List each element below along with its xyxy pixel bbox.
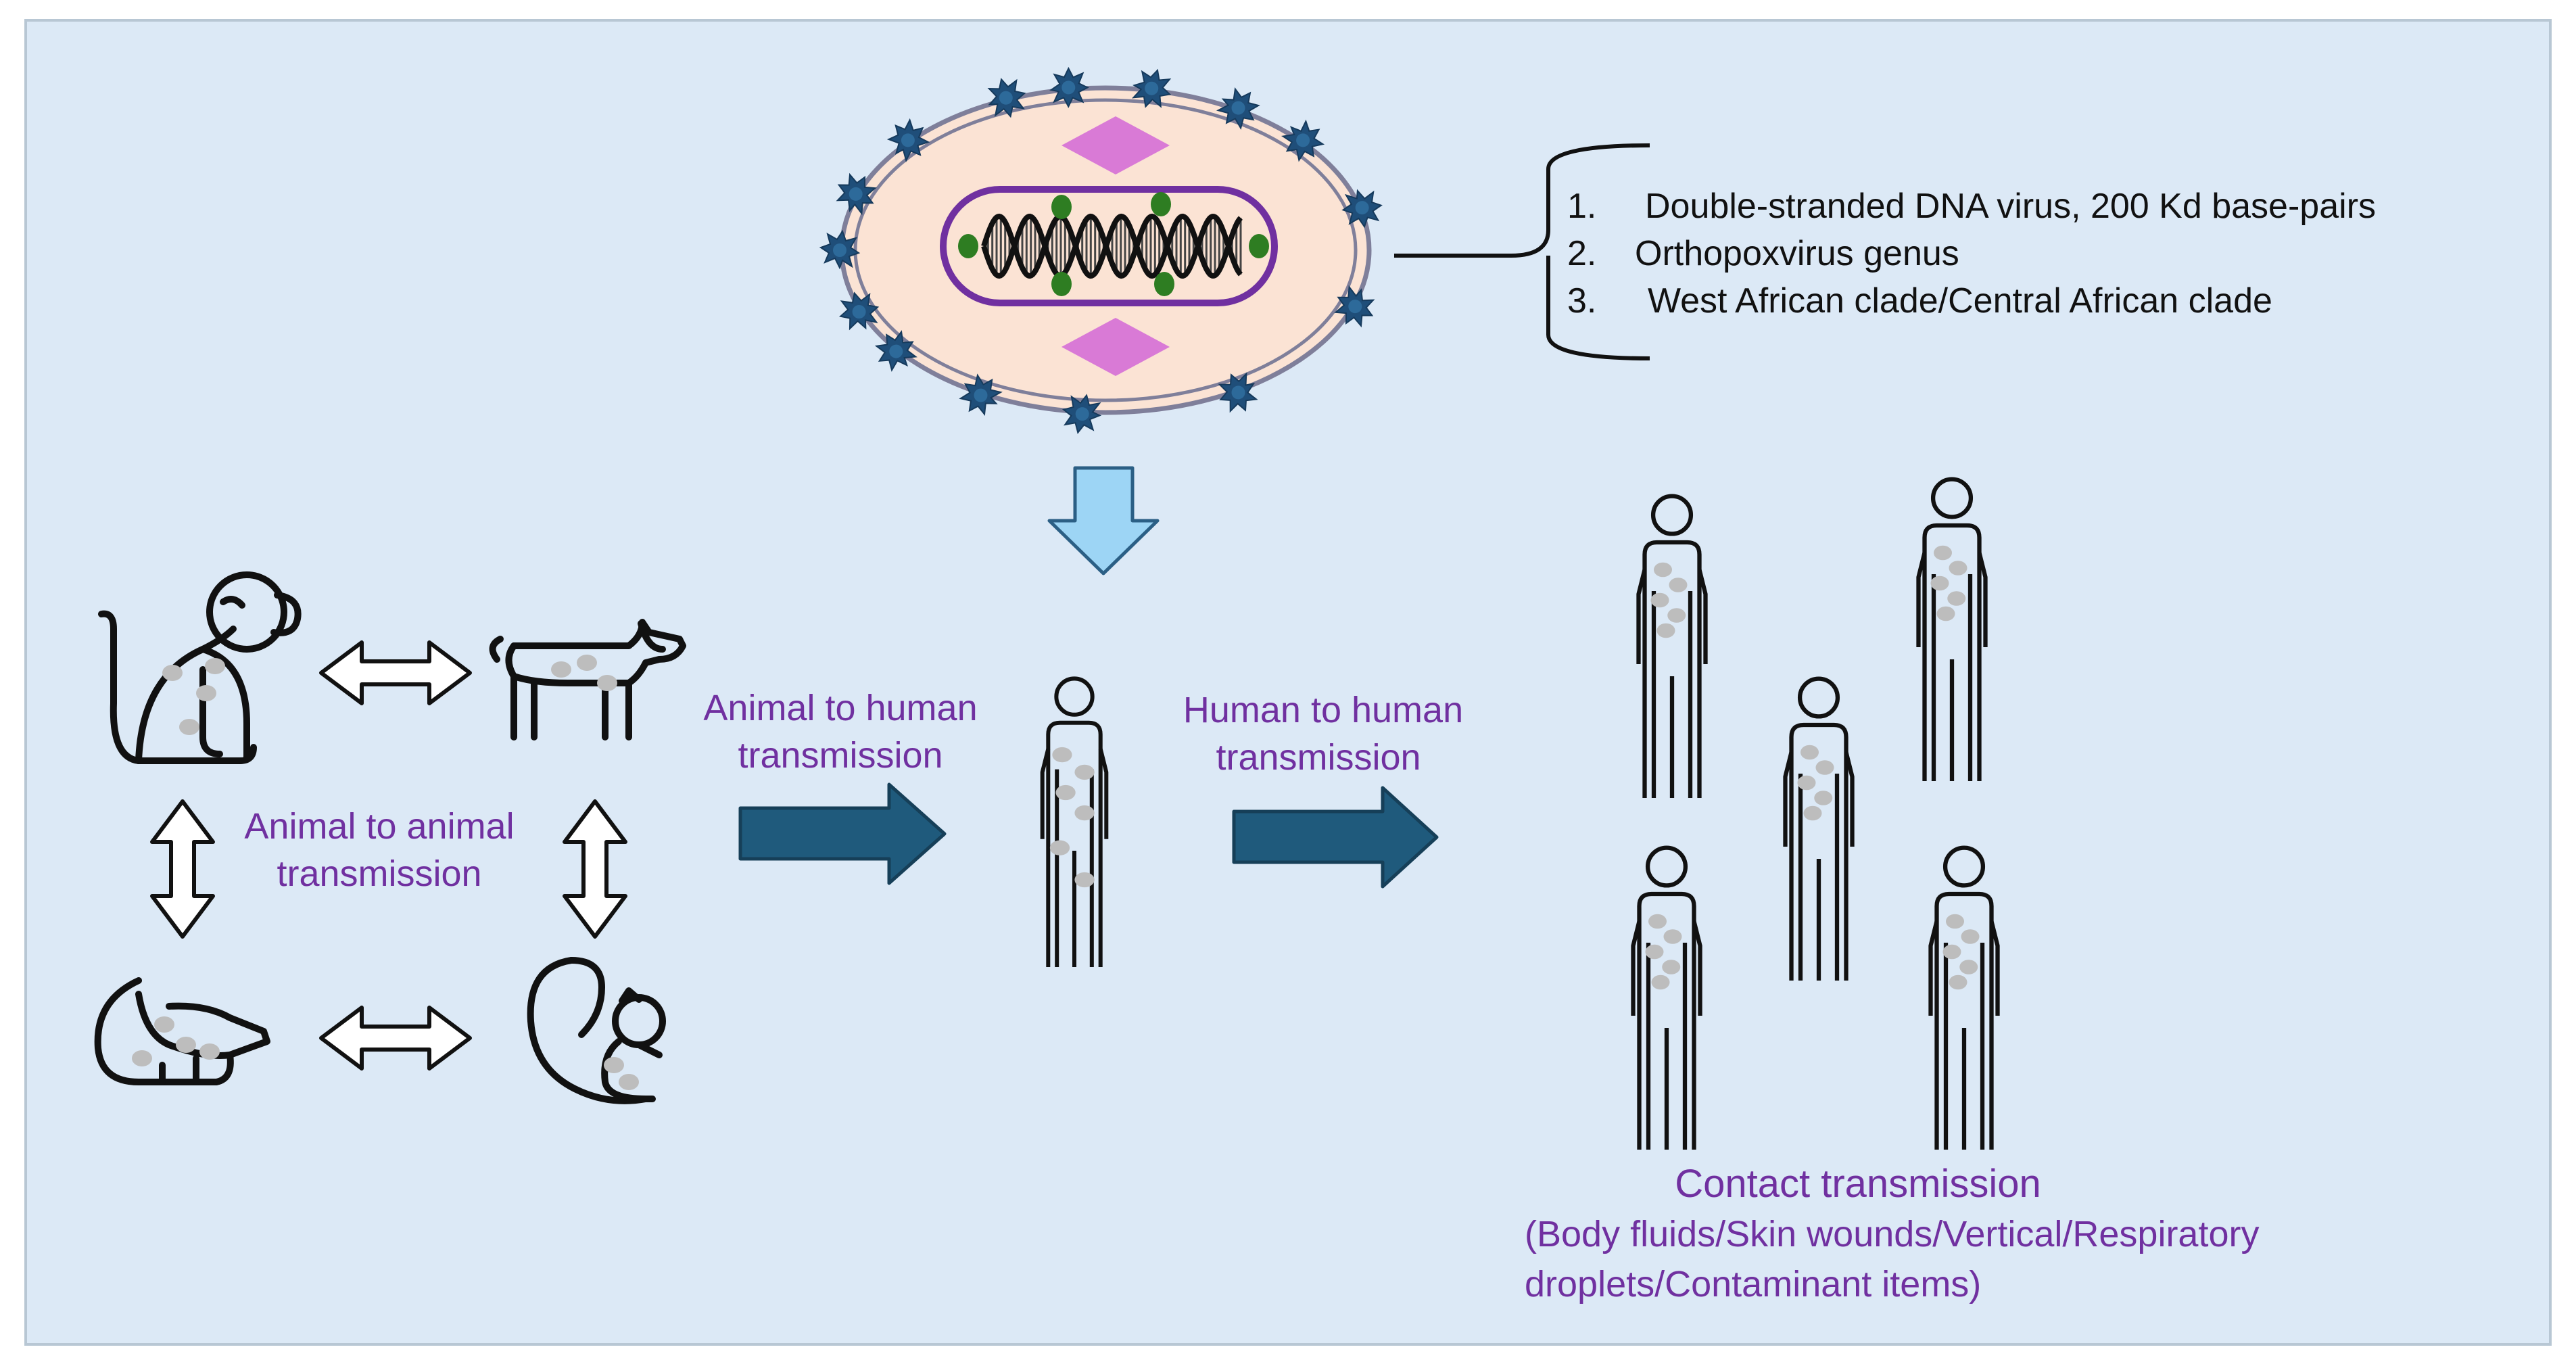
skin-lesion (1949, 561, 1967, 575)
skin-lesion (1656, 623, 1675, 638)
fact-number-1: 1. (1567, 187, 1596, 226)
skin-lesion (1797, 775, 1816, 791)
fact-number-2: 2. (1567, 234, 1596, 273)
contact-transmission-title: Contact transmission (1675, 1162, 2041, 1206)
skin-lesion (1654, 562, 1672, 578)
animal-to-human-arrow (738, 782, 947, 885)
fact-text-2: Orthopoxvirus genus (1635, 234, 1959, 273)
skin-lesion (1651, 974, 1670, 990)
person-icon (1786, 679, 1853, 981)
animal-to-human-label-line2: transmission (738, 735, 943, 776)
down-arrow (1047, 466, 1160, 575)
skin-lesion (1949, 974, 1967, 990)
animal-to-human-label-line1: Animal to human (703, 688, 977, 728)
infected-person-icon (1043, 678, 1107, 967)
fact-text-3: West African clade/Central African clade (1648, 281, 2272, 321)
skin-lesion (1946, 914, 1964, 929)
dna-strand (981, 213, 1243, 279)
squirrel-icon (527, 957, 666, 1104)
rat-icon (94, 977, 270, 1085)
skin-lesion (1934, 545, 1952, 561)
person-icon (1639, 496, 1706, 798)
facts-brace (1394, 143, 1650, 360)
skin-lesion (1803, 805, 1822, 821)
fact-text-1: Double-stranded DNA virus, 200 Kd base-p… (1645, 187, 2376, 226)
dog-icon (489, 619, 686, 740)
animal-to-animal-label-line2: transmission (277, 853, 481, 894)
skin-lesion (1930, 575, 1949, 591)
skin-lesion (1662, 960, 1681, 974)
monkey-icon (98, 571, 302, 764)
skin-lesion (1645, 944, 1664, 960)
skin-lesion (1663, 929, 1682, 944)
infected-people-group (1633, 479, 1998, 1150)
skin-lesion (1961, 929, 1980, 944)
person-icon (1919, 479, 1986, 781)
animal-to-animal-label-line1: Animal to animal (244, 806, 514, 847)
skin-lesion (1650, 592, 1669, 608)
skin-lesion (1815, 760, 1834, 775)
skin-lesion (1936, 606, 1955, 621)
skin-lesion (1669, 578, 1688, 592)
human-to-human-arrow (1232, 786, 1439, 889)
skin-lesion (1814, 791, 1833, 805)
person-icon (1633, 848, 1700, 1150)
human-to-human-label-line1: Human to human (1183, 690, 1463, 730)
skin-lesion (1648, 914, 1667, 929)
contact-transmission-details-line1: (Body fluids/Skin wounds/Vertical/Respir… (1525, 1214, 2260, 1254)
person-icon (1931, 848, 1998, 1150)
skin-lesion (1800, 745, 1819, 760)
monkeypox-virion-icon (820, 65, 1386, 436)
virus-facts-list: 1. Double-stranded DNA virus, 200 Kd bas… (1567, 187, 2376, 321)
skin-lesion (1947, 591, 1966, 606)
human-to-human-label-line2: transmission (1216, 737, 1421, 778)
fact-number-3: 3. (1567, 281, 1596, 321)
contact-transmission-details-line2: droplets/Contaminant items) (1525, 1264, 1981, 1304)
skin-lesion (1942, 944, 1961, 960)
skin-lesion (1667, 608, 1686, 623)
skin-lesion (1959, 960, 1978, 974)
